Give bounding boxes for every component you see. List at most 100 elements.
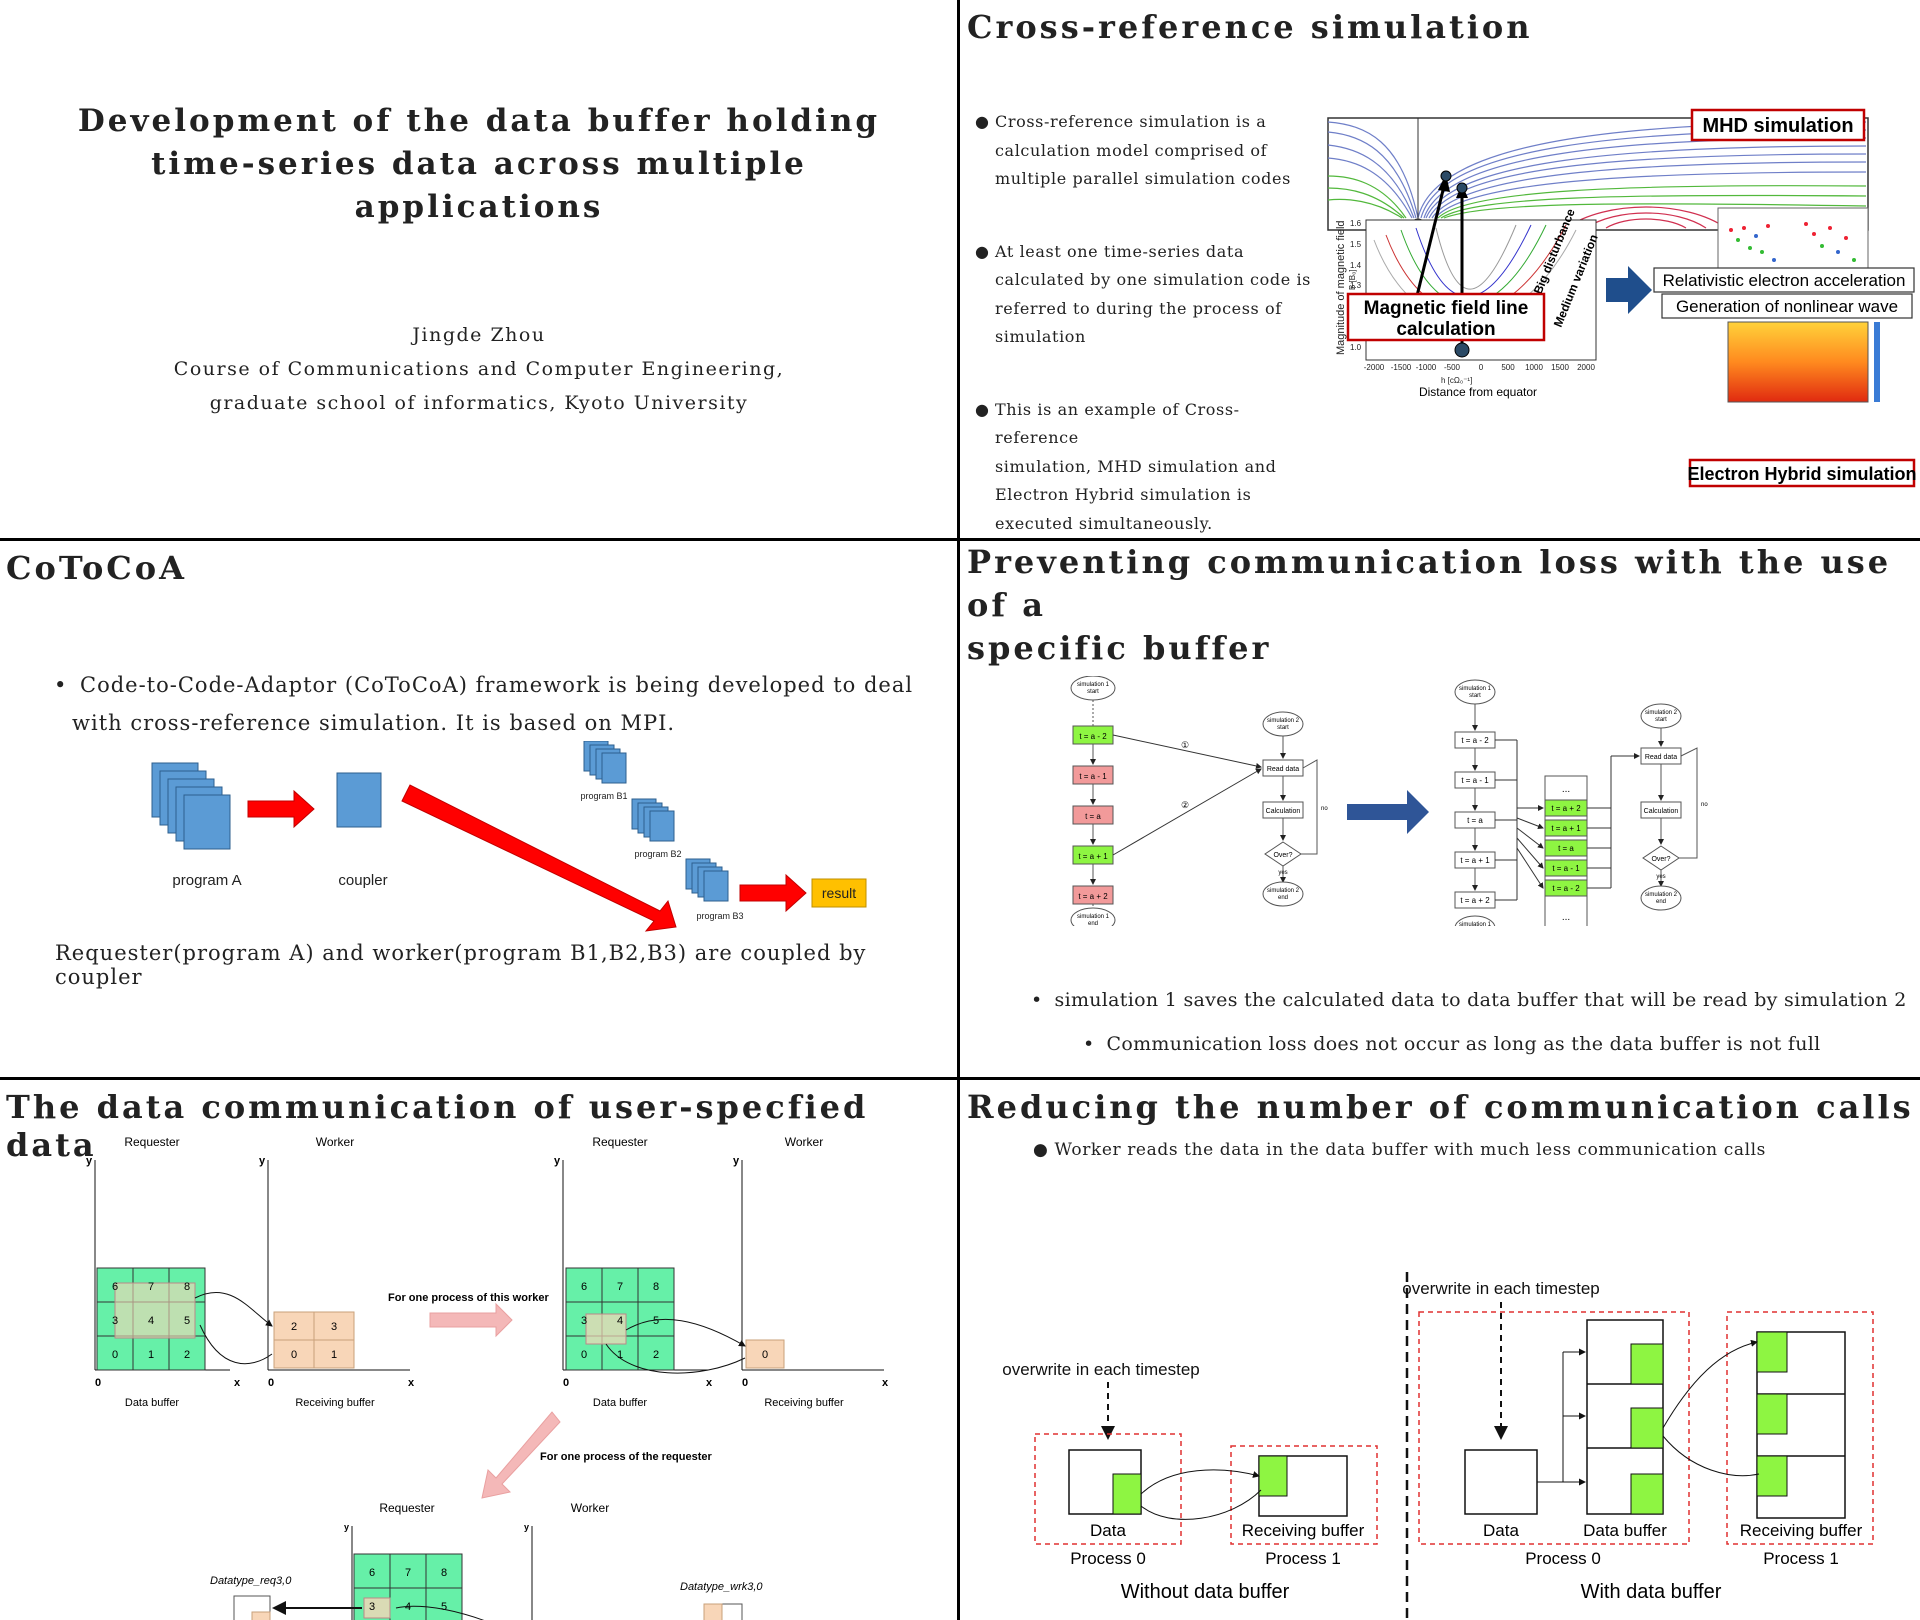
svg-text:0: 0	[112, 1349, 118, 1361]
svg-text:0: 0	[1479, 363, 1484, 372]
svg-text:②: ②	[1181, 800, 1189, 810]
magnetic-field-label-1: Magnetic field line	[1364, 298, 1529, 319]
slide-heading: Cross-reference simulation	[967, 8, 1533, 46]
svg-text:t = a + 1: t = a + 1	[1460, 856, 1490, 865]
program-b3-stack	[685, 858, 729, 902]
right-arrow-blue	[1606, 266, 1652, 314]
process0-box-right	[1418, 1311, 1690, 1545]
program-b2-stack	[631, 798, 675, 842]
magnetic-field-label-2: calculation	[1396, 319, 1495, 340]
svg-text:no: no	[1321, 806, 1328, 812]
svg-text:-2000: -2000	[1364, 363, 1385, 372]
svg-text:start: start	[1087, 689, 1099, 695]
svg-text:Over?: Over?	[1273, 852, 1292, 859]
sim2-start-node	[1640, 703, 1682, 729]
author-name: Jingde Zhou	[412, 324, 546, 346]
svg-text:Process 1: Process 1	[1265, 1549, 1341, 1568]
svg-text:3: 3	[581, 1315, 587, 1327]
coupler-box	[336, 772, 382, 828]
svg-text:simulation 1: simulation 1	[1077, 682, 1110, 688]
svg-text:8: 8	[441, 1567, 447, 1579]
svg-text:t = a: t = a	[1467, 816, 1483, 825]
magnetic-field-label-box	[1346, 292, 1546, 342]
process0-box-left	[1034, 1433, 1182, 1545]
arrow-workers-to-result	[739, 873, 807, 913]
coupling-caption: Requester(program A) and worker(program …	[55, 941, 867, 989]
nonlinear-label: Generation of nonlinear wave	[1676, 297, 1898, 316]
svg-text:x: x	[234, 1377, 241, 1389]
svg-text:4: 4	[405, 1601, 411, 1613]
svg-text:simulation 2: simulation 2	[1267, 718, 1300, 724]
result-label: result	[822, 885, 856, 901]
arrow-a-to-coupler	[247, 789, 315, 829]
svg-text:For one process of the request: For one process of the requester	[540, 1451, 712, 1463]
bullet-item: ● At least one time-series data calculat…	[975, 241, 1311, 347]
svg-text:1.4: 1.4	[1350, 261, 1362, 270]
datatype-req-label: Datatype_req3,0	[210, 1575, 292, 1587]
svg-text:Calculation: Calculation	[1266, 808, 1301, 815]
svg-text:-1000: -1000	[1416, 363, 1437, 372]
svg-text:t = a - 1: t = a - 1	[1461, 776, 1489, 785]
svg-text:6: 6	[112, 1281, 118, 1293]
sim2-start-node	[1262, 711, 1304, 737]
svg-text:2: 2	[291, 1321, 297, 1333]
sub-bullet-item: •Communication loss does not occur as lo…	[1083, 1033, 1821, 1055]
svg-text:Requester: Requester	[124, 1135, 179, 1149]
coupler-label: coupler	[338, 872, 387, 889]
communication-calls-diagram: overwrite in each timestep Data Process …	[1002, 1272, 1874, 1620]
bullet-item: ● Cross-reference simulation is a calcul…	[975, 112, 1291, 188]
svg-text:3: 3	[331, 1321, 337, 1333]
svg-text:t = a + 2: t = a + 2	[1551, 804, 1581, 813]
svg-text:t = a - 1: t = a - 1	[1079, 772, 1107, 781]
svg-text:1: 1	[617, 1349, 623, 1361]
svg-text:0: 0	[563, 1377, 569, 1389]
svg-text:4: 4	[617, 1315, 623, 1327]
svg-text:2000: 2000	[1577, 363, 1595, 372]
bullet-item: •simulation 1 saves the calculated data …	[1031, 989, 1907, 1011]
author-block: Jingde Zhou Course of Communications and…	[0, 318, 958, 420]
svg-text:1000: 1000	[1525, 363, 1543, 372]
relativistic-label: Relativistic electron acceleration	[1663, 271, 1906, 290]
svg-text:0: 0	[291, 1349, 297, 1361]
svg-text:1.6: 1.6	[1350, 219, 1362, 228]
svg-text:t = a: t = a	[1085, 812, 1101, 821]
sim1-start-node	[1070, 676, 1116, 701]
svg-text:0: 0	[742, 1377, 748, 1389]
svg-text:1.5: 1.5	[1350, 240, 1362, 249]
result-box	[811, 878, 867, 908]
svg-text:1500: 1500	[1551, 363, 1569, 372]
svg-text:7: 7	[405, 1567, 411, 1579]
svg-text:x: x	[882, 1377, 889, 1389]
svg-text:For one process of this worker: For one process of this worker	[388, 1292, 549, 1304]
affiliation-line-1: Course of Communications and Computer En…	[173, 358, 785, 380]
program-a-stack	[151, 762, 231, 850]
svg-text:simulation 2: simulation 2	[1645, 892, 1678, 898]
svg-text:Data: Data	[1090, 1521, 1126, 1540]
svg-text:end: end	[1088, 921, 1098, 926]
svg-text:x: x	[706, 1377, 713, 1389]
buffer-flowchart: simulation 1 start t = a - 2 t = a - 1 t…	[1070, 676, 1708, 926]
field-plot-ylabel-2: B [B₀]	[1348, 269, 1357, 290]
horizontal-divider-bottom	[0, 1077, 1920, 1080]
svg-text:8: 8	[184, 1281, 190, 1293]
svg-text:simulation 1: simulation 1	[1459, 922, 1492, 926]
svg-text:t = a + 2: t = a + 2	[1460, 896, 1490, 905]
sim1-start-node	[1454, 679, 1496, 705]
datatype-wrk-label: Datatype_wrk3,0	[680, 1581, 763, 1593]
pink-arrow-right	[429, 1302, 513, 1338]
svg-text:t = a + 1: t = a + 1	[1078, 852, 1108, 861]
svg-text:Worker: Worker	[785, 1135, 823, 1149]
overwrite-label-right: overwrite in each timestep	[1402, 1279, 1599, 1298]
mhd-label: MHD simulation	[1702, 115, 1853, 137]
svg-text:5: 5	[441, 1601, 447, 1613]
field-lines-red	[1565, 206, 1727, 229]
affiliation-line-2: graduate school of informatics, Kyoto Un…	[209, 392, 749, 414]
vertical-divider	[957, 0, 960, 1620]
program-b2-label: program B2	[634, 849, 681, 859]
svg-text:0: 0	[268, 1377, 274, 1389]
pink-arrow-diagonal	[481, 1411, 561, 1499]
svg-text:5: 5	[653, 1315, 659, 1327]
electron-hybrid-label: Electron Hybrid simulation	[1687, 464, 1916, 484]
svg-text:y: y	[733, 1155, 740, 1167]
electron-hybrid-label-box	[1688, 458, 1916, 488]
